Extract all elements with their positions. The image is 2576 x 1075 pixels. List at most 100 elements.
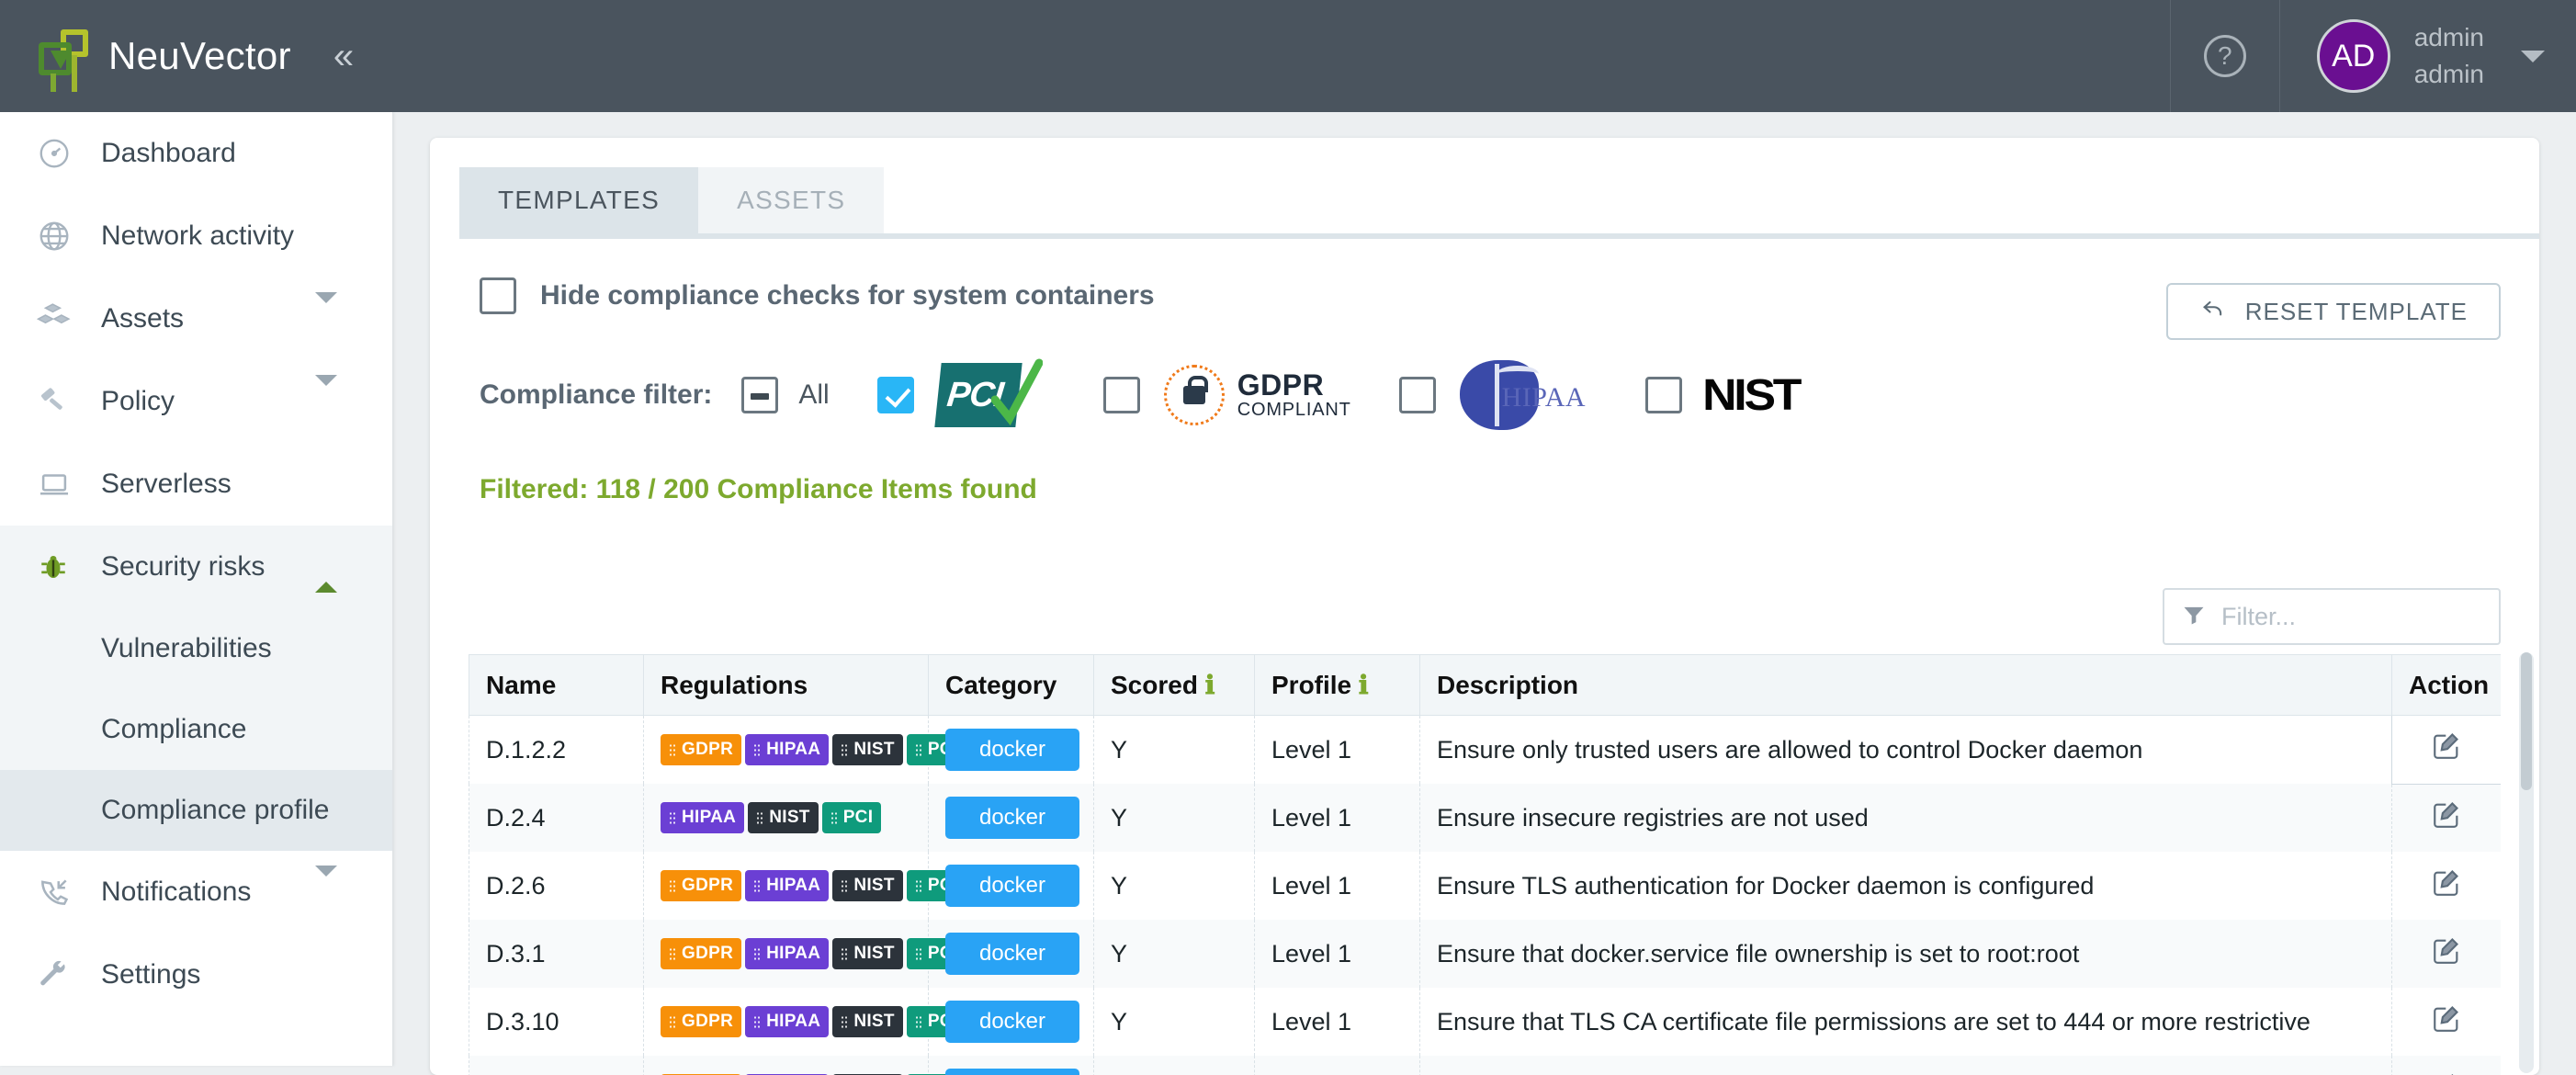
table-scrollbar[interactable] (2519, 652, 2534, 1073)
drag-grip-icon[interactable] (669, 1015, 676, 1028)
drag-grip-icon[interactable] (669, 947, 676, 960)
cell-action[interactable] (2392, 716, 2502, 785)
sidebar-item-assets[interactable]: Assets (0, 277, 392, 360)
drag-grip-icon[interactable] (669, 811, 676, 824)
regulation-chip-hipaa[interactable]: HIPAA (745, 734, 829, 765)
col-scored[interactable]: Scored ℹ (1094, 655, 1255, 716)
tab-templates[interactable]: TEMPLATES (459, 167, 698, 233)
edit-icon[interactable] (2431, 1071, 2462, 1075)
help-button[interactable]: ? (2170, 0, 2280, 112)
drag-grip-icon[interactable] (753, 879, 761, 892)
filter-checkbox-all[interactable] (741, 377, 778, 413)
regulation-chip-nist[interactable]: NIST (832, 734, 902, 765)
edit-icon[interactable] (2431, 730, 2462, 768)
regulation-chip-hipaa[interactable]: HIPAA (745, 1006, 829, 1037)
col-profile[interactable]: Profile ℹ (1255, 655, 1420, 716)
drag-grip-icon[interactable] (669, 743, 676, 756)
filter-option-gdpr[interactable]: GDPR COMPLIANT (1103, 365, 1351, 425)
sidebar-item-compliance-profile[interactable]: Compliance profile (0, 770, 392, 851)
regulation-chip-nist[interactable]: NIST (832, 870, 902, 901)
drag-grip-icon[interactable] (841, 1015, 848, 1028)
cell-action[interactable] (2392, 920, 2502, 988)
info-icon[interactable]: ℹ (1205, 671, 1215, 699)
col-name[interactable]: Name (469, 655, 644, 716)
regulation-chip-pci[interactable]: PCI (822, 802, 882, 833)
filter-option-hipaa[interactable]: HIPAA (1399, 360, 1598, 430)
reset-template-button[interactable]: RESET TEMPLATE (2166, 283, 2501, 340)
col-description[interactable]: Description (1420, 655, 2392, 716)
drag-grip-icon[interactable] (753, 947, 761, 960)
sidebar-item-policy[interactable]: Policy (0, 360, 392, 443)
regulation-chip-gdpr[interactable]: GDPR (661, 870, 741, 901)
drag-grip-icon[interactable] (841, 947, 848, 960)
filter-checkbox-hipaa[interactable] (1399, 377, 1436, 413)
sidebar-item-notifications[interactable]: Notifications (0, 851, 392, 934)
chevron-down-icon[interactable] (2521, 51, 2545, 62)
regulation-chip-nist[interactable]: NIST (832, 938, 902, 969)
regulation-chip-gdpr[interactable]: GDPR (661, 1006, 741, 1037)
regulation-chip-nist[interactable]: NIST (748, 802, 818, 833)
filter-option-pci[interactable]: PCI (877, 361, 1056, 429)
drag-grip-icon[interactable] (915, 1015, 922, 1028)
sidebar-item-serverless[interactable]: Serverless (0, 443, 392, 526)
drag-grip-icon[interactable] (841, 879, 848, 892)
cell-action[interactable] (2392, 988, 2502, 1056)
chevron-down-icon[interactable] (315, 386, 337, 417)
drag-grip-icon[interactable] (915, 879, 922, 892)
chevron-down-icon[interactable] (315, 877, 337, 908)
sidebar-item-compliance[interactable]: Compliance (0, 689, 392, 770)
edit-icon[interactable] (2431, 1003, 2462, 1041)
regulation-chip-gdpr[interactable]: GDPR (661, 734, 741, 765)
tab-underline (459, 233, 2539, 239)
sidebar-item-label: Policy (101, 386, 175, 417)
col-category[interactable]: Category (929, 655, 1094, 716)
drag-grip-icon[interactable] (669, 879, 676, 892)
chevron-up-icon[interactable] (315, 551, 337, 583)
col-regulations[interactable]: Regulations (644, 655, 929, 716)
sidebar-item-settings[interactable]: Settings (0, 934, 392, 1016)
drag-grip-icon[interactable] (756, 811, 763, 824)
sidebar-item-vulnerabilities[interactable]: Vulnerabilities (0, 608, 392, 689)
sidebar-item-security-risks[interactable]: Security risks (0, 526, 392, 608)
filter-checkbox-pci[interactable] (877, 377, 914, 413)
edit-icon[interactable] (2431, 799, 2462, 837)
drag-grip-icon[interactable] (841, 743, 848, 756)
sidebar-collapse-icon[interactable]: « (333, 38, 354, 74)
cell-action[interactable] (2392, 852, 2502, 920)
help-circle-icon[interactable]: ? (2204, 35, 2246, 77)
filter-input[interactable]: Filter... (2163, 588, 2501, 645)
regulation-chip-gdpr[interactable]: GDPR (661, 938, 741, 969)
drag-grip-icon[interactable] (753, 743, 761, 756)
cell-profile: Level 1 (1255, 920, 1420, 988)
cell-action[interactable] (2392, 784, 2502, 852)
drag-grip-icon[interactable] (753, 1015, 761, 1028)
regulation-chip-hipaa[interactable]: HIPAA (745, 870, 829, 901)
tab-assets[interactable]: ASSETS (698, 167, 884, 233)
filter-option-all[interactable]: All (741, 377, 829, 413)
chevron-down-icon[interactable] (315, 303, 337, 334)
info-icon[interactable]: ℹ (1359, 671, 1369, 699)
user-menu[interactable]: AD admin admin (2280, 19, 2576, 93)
drag-grip-icon[interactable] (830, 811, 838, 824)
filter-option-nist[interactable]: NIST (1645, 370, 1795, 421)
hide-system-containers-checkbox[interactable] (480, 277, 516, 314)
sidebar-item-dashboard[interactable]: Dashboard (0, 112, 392, 195)
drag-grip-icon[interactable] (915, 947, 922, 960)
filter-checkbox-nist[interactable] (1645, 377, 1682, 413)
edit-icon[interactable] (2431, 867, 2462, 905)
regulation-chip-nist[interactable]: NIST (832, 1006, 902, 1037)
sidebar-item-network-activity[interactable]: Network activity (0, 195, 392, 277)
edit-icon[interactable] (2431, 935, 2462, 973)
table-scrollbar-thumb[interactable] (2521, 652, 2532, 790)
regulation-chip-hipaa[interactable]: HIPAA (745, 938, 829, 969)
filter-checkbox-gdpr[interactable] (1103, 377, 1140, 413)
drag-grip-icon[interactable] (915, 743, 922, 756)
regulation-chip-hipaa[interactable]: HIPAA (661, 802, 744, 833)
